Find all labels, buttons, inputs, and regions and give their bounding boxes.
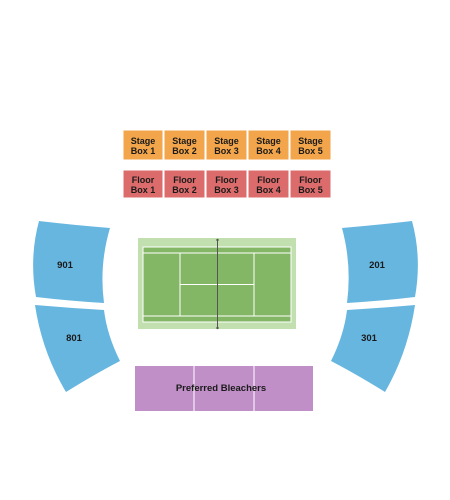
- stage-box-1-label-line2: Box 1: [131, 146, 156, 156]
- section-801-label: 801: [66, 333, 83, 344]
- floor-box-5-label-line1: Floor: [299, 175, 322, 185]
- floor-box-2-label-line1: Floor: [173, 175, 196, 185]
- floor-box-5[interactable]: Floor Box 5: [289, 169, 332, 199]
- stage-box-4[interactable]: Stage Box 4: [247, 129, 290, 161]
- floor-box-1[interactable]: Floor Box 1: [122, 169, 164, 199]
- tennis-court: [138, 238, 296, 330]
- stage-box-3-label-line1: Stage: [214, 136, 239, 146]
- stage-box-5-label-line2: Box 5: [298, 146, 323, 156]
- stage-box-4-label-line1: Stage: [256, 136, 281, 146]
- floor-box-2-label-line2: Box 2: [172, 185, 197, 195]
- floor-box-3-label-line2: Box 3: [214, 185, 239, 195]
- floor-box-2[interactable]: Floor Box 2: [163, 169, 206, 199]
- floor-box-4-label-line2: Box 4: [256, 185, 281, 195]
- section-801[interactable]: 801: [35, 305, 120, 392]
- section-301[interactable]: 301: [331, 305, 415, 392]
- floor-box-4[interactable]: Floor Box 4: [247, 169, 290, 199]
- net-post-bottom: [216, 326, 219, 330]
- section-201[interactable]: 201: [342, 221, 418, 303]
- floor-box-1-label-line2: Box 1: [131, 185, 156, 195]
- section-901[interactable]: 901: [33, 221, 110, 303]
- stage-box-1-label-line1: Stage: [131, 136, 156, 146]
- stage-box-row: Stage Box 1 Stage Box 2 Stage Box 3 Stag…: [122, 129, 332, 161]
- floor-box-1-label-line1: Floor: [132, 175, 155, 185]
- floor-box-4-label-line1: Floor: [257, 175, 280, 185]
- stage-box-5-label-line1: Stage: [298, 136, 323, 146]
- stage-box-5[interactable]: Stage Box 5: [289, 129, 332, 161]
- floor-box-3-label-line1: Floor: [215, 175, 238, 185]
- section-301-label: 301: [361, 333, 378, 344]
- floor-box-5-label-line2: Box 5: [298, 185, 323, 195]
- floor-box-row: Floor Box 1 Floor Box 2 Floor Box 3 Floo…: [122, 169, 332, 199]
- preferred-bleachers[interactable]: Preferred Bleachers: [135, 366, 313, 411]
- stage-box-3[interactable]: Stage Box 3: [205, 129, 248, 161]
- stage-box-2[interactable]: Stage Box 2: [163, 129, 206, 161]
- stage-box-2-label-line1: Stage: [172, 136, 197, 146]
- net-post-top: [216, 238, 219, 242]
- stage-box-2-label-line2: Box 2: [172, 146, 197, 156]
- section-901-label: 901: [57, 260, 74, 271]
- preferred-bleachers-label: Preferred Bleachers: [176, 383, 266, 394]
- section-201-label: 201: [369, 260, 386, 271]
- floor-box-3[interactable]: Floor Box 3: [205, 169, 248, 199]
- stage-box-1[interactable]: Stage Box 1: [122, 129, 164, 161]
- stage-box-3-label-line2: Box 3: [214, 146, 239, 156]
- stage-box-4-label-line2: Box 4: [256, 146, 281, 156]
